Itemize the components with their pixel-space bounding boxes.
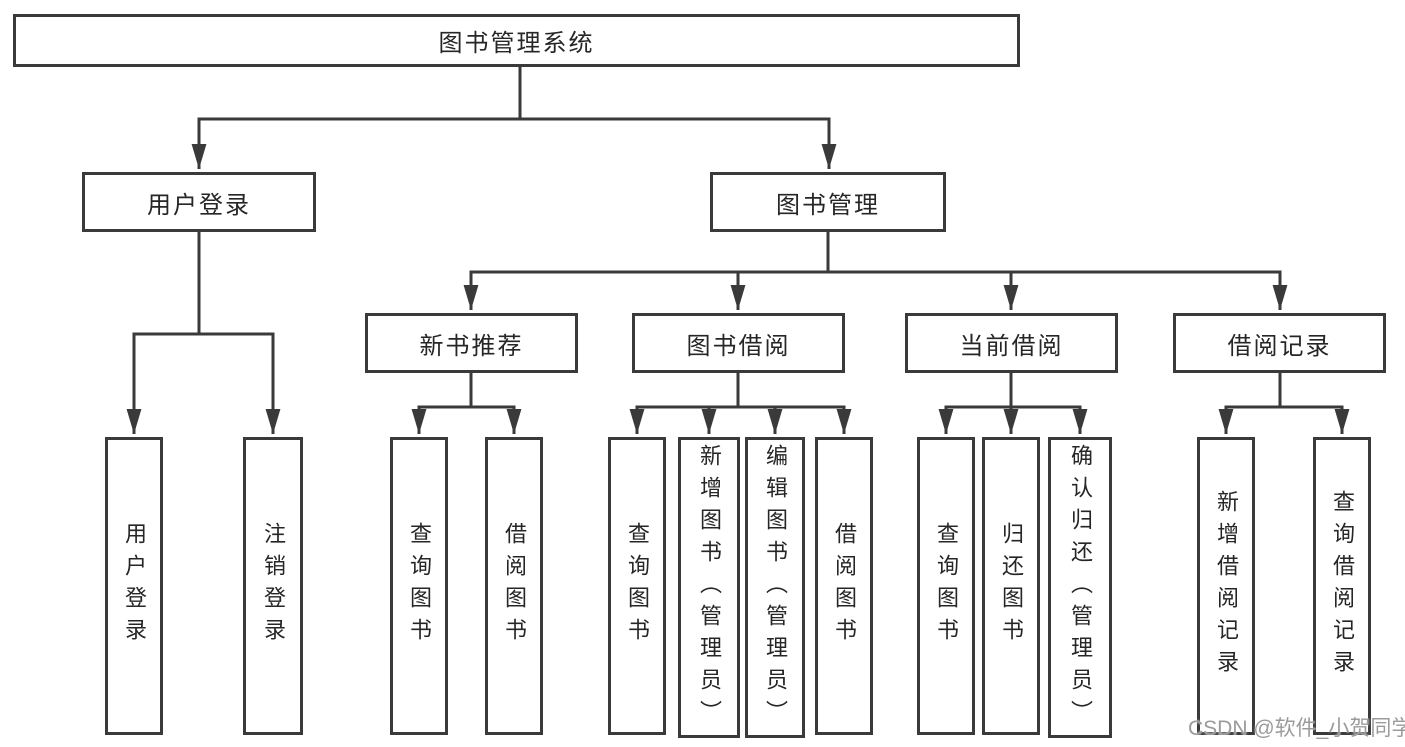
node-book-management: 图书管理: [710, 172, 946, 232]
node-book-borrowing: 图书借阅: [632, 313, 845, 373]
leaf-user-login: 用户登录: [105, 437, 163, 735]
node-borrowing-records: 借阅记录: [1173, 313, 1386, 373]
node-current-borrowing: 当前借阅: [905, 313, 1118, 373]
leaf-br-query-record: 查询借阅记录: [1313, 437, 1371, 735]
node-user-login: 用户登录: [82, 172, 316, 232]
leaf-nb-borrow-books: 借阅图书: [485, 437, 543, 735]
leaf-bb-edit-books-admin: 编辑图书（管理员）: [745, 437, 805, 738]
node-new-book-recommend: 新书推荐: [365, 313, 578, 373]
node-library-system: 图书管理系统: [13, 14, 1020, 67]
leaf-bb-borrow-books: 借阅图书: [815, 437, 873, 735]
watermark: CSDN @软件_小贺同学: [1188, 717, 1405, 740]
leaf-bb-add-books-admin: 新增图书（管理员）: [678, 437, 740, 738]
leaf-cb-confirm-return-admin: 确认归还（管理员）: [1048, 437, 1112, 738]
leaf-logout-login: 注销登录: [243, 437, 303, 735]
leaf-cb-query-books: 查询图书: [917, 437, 975, 735]
leaf-cb-return-books: 归还图书: [982, 437, 1040, 735]
leaf-nb-query-books: 查询图书: [390, 437, 448, 735]
leaf-bb-query-books: 查询图书: [608, 437, 666, 735]
leaf-br-add-record: 新增借阅记录: [1197, 437, 1255, 735]
